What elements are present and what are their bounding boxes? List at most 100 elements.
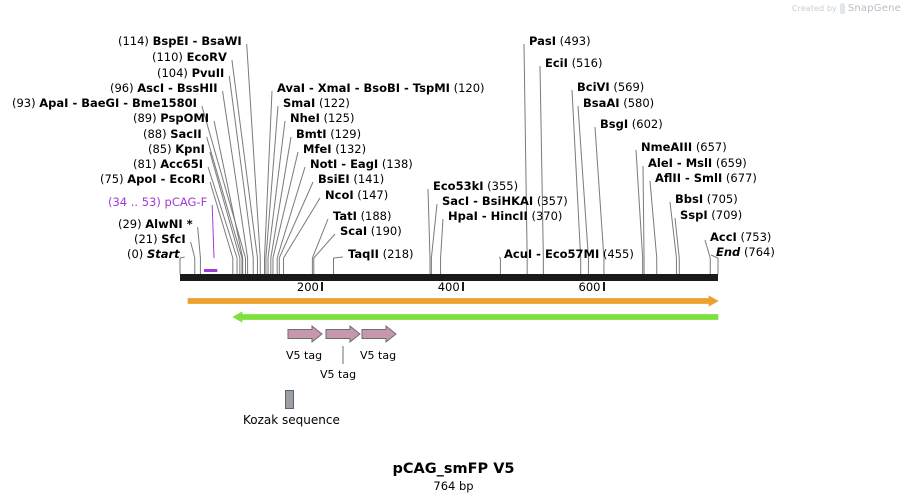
site-position: (138) — [381, 157, 413, 171]
site-label-apoi-ecori[interactable]: (75) ApoI - EcoRI — [100, 173, 205, 185]
site-name: AlwNI * — [145, 217, 193, 231]
v5-tag-arrow[interactable] — [325, 324, 361, 344]
kozak-sequence-feature[interactable] — [285, 390, 294, 409]
site-label-scai[interactable]: ScaI (190) — [340, 225, 402, 237]
site-name: BsgI — [600, 117, 629, 131]
site-position: (580) — [623, 96, 655, 110]
site-position: (705) — [706, 192, 738, 206]
site-position: (0) — [127, 247, 144, 261]
site-label-alei-msli[interactable]: AleI - MslI (659) — [648, 157, 747, 169]
site-label-nmeaiii[interactable]: NmeAIII (657) — [641, 141, 727, 153]
site-name: ScaI — [340, 224, 368, 238]
sequence-backbone[interactable] — [180, 274, 718, 281]
site-position: (29) — [118, 217, 142, 231]
site-label-aflii-smli[interactable]: AflII - SmlI (677) — [655, 172, 757, 184]
site-label-bsaai[interactable]: BsaAI (580) — [583, 97, 654, 109]
site-position: (141) — [353, 172, 385, 186]
site-name: TaqII — [348, 247, 379, 261]
site-label-end[interactable]: End (764) — [716, 246, 775, 258]
site-name: BciVI — [577, 80, 610, 94]
site-position: (132) — [335, 142, 367, 156]
site-label-ecii[interactable]: EciI (516) — [545, 57, 603, 69]
site-label-noti-eagi[interactable]: NotI - EagI (138) — [310, 158, 413, 170]
plasmid-size: 764 bp — [433, 479, 474, 493]
site-label-tati[interactable]: TatI (188) — [333, 210, 392, 222]
site-name: Eco53kI — [433, 179, 484, 193]
site-label-bcivi[interactable]: BciVI (569) — [577, 81, 644, 93]
site-label-pvuii[interactable]: (104) PvuII — [157, 67, 224, 79]
site-label-saci-bsihkai[interactable]: SacI - BsiHKAI (357) — [442, 195, 568, 207]
v5-tag-arrow[interactable] — [361, 324, 397, 344]
site-position: (147) — [357, 188, 389, 202]
site-name: AcuI - Eco57MI — [504, 247, 600, 261]
site-position: (677) — [725, 171, 757, 185]
site-position: (125) — [323, 111, 355, 125]
primer-label-pcag-f[interactable]: (34 .. 53) pCAG-F — [108, 196, 207, 208]
site-name: AscI - BssHII — [137, 81, 218, 95]
plasmid-name: pCAG_smFP V5 — [392, 461, 515, 477]
site-name: BspEI - BsaWI — [152, 34, 242, 48]
site-label-pspomi[interactable]: (89) PspOMI — [133, 112, 209, 124]
site-position: (355) — [487, 179, 519, 193]
site-name: AvaI - XmaI - BsoBI - TspMI — [277, 81, 450, 95]
site-name: SfcI — [161, 232, 186, 246]
site-name: AleI - MslI — [648, 156, 713, 170]
site-position: (93) — [12, 96, 36, 110]
site-label-apai-baegi-bme1580i[interactable]: (93) ApaI - BaeGI - Bme1580I — [12, 97, 197, 109]
site-position: (88) — [143, 127, 167, 141]
site-position: (75) — [100, 172, 124, 186]
site-label-avai-xmai-bsobi-tspmi[interactable]: AvaI - XmaI - BsoBI - TspMI (120) — [277, 82, 485, 94]
site-label-nhei[interactable]: NheI (125) — [290, 112, 354, 124]
v5-tag-arrow[interactable] — [287, 324, 323, 344]
site-label-sacii[interactable]: (88) SacII — [143, 128, 202, 140]
site-position: (89) — [133, 111, 157, 125]
site-label-acui-eco57mi[interactable]: AcuI - Eco57MI (455) — [504, 248, 634, 260]
site-label-bmti[interactable]: BmtI (129) — [296, 128, 361, 140]
site-label-bbsi[interactable]: BbsI (705) — [675, 193, 738, 205]
site-label-taqii[interactable]: TaqII (218) — [348, 248, 414, 260]
site-position: (21) — [134, 232, 158, 246]
site-label-hpai-hincii[interactable]: HpaI - HincII (370) — [448, 210, 562, 222]
site-name: NmeAIII — [641, 140, 693, 154]
site-label-smai[interactable]: SmaI (122) — [283, 97, 350, 109]
site-label-bspei-bsawi[interactable]: (114) BspEI - BsaWI — [118, 35, 242, 47]
snapgene-watermark: Created by SnapGene — [792, 3, 901, 14]
site-label-sspi[interactable]: SspI (709) — [680, 209, 742, 221]
site-position: (659) — [715, 156, 747, 170]
site-label-asci-bsshii[interactable]: (96) AscI - BssHII — [110, 82, 218, 94]
ruler-tick — [461, 282, 464, 291]
site-position: (120) — [453, 81, 485, 95]
green-feature-arrow[interactable] — [232, 311, 719, 323]
site-name: AccI — [710, 230, 737, 244]
site-label-kpni[interactable]: (85) KpnI — [148, 143, 205, 155]
site-label-acci[interactable]: AccI (753) — [710, 231, 771, 243]
v5-tag-label: V5 tag — [320, 368, 357, 381]
site-name: NcoI — [325, 188, 354, 202]
site-name: AflII - SmlI — [655, 171, 723, 185]
site-position: (764) — [743, 245, 775, 259]
ruler-tick — [320, 282, 323, 291]
site-label-acc65i[interactable]: (81) Acc65I — [133, 158, 203, 170]
site-position: (218) — [382, 247, 414, 261]
site-label-sfci[interactable]: (21) SfcI — [134, 233, 186, 245]
site-label-pasi[interactable]: PasI (493) — [529, 35, 591, 47]
site-label-start[interactable]: (0) Start — [127, 248, 180, 260]
watermark-prefix: Created by — [791, 4, 837, 13]
site-name: SspI — [680, 208, 708, 222]
site-position: (569) — [613, 80, 645, 94]
orange-feature-arrow[interactable] — [187, 295, 719, 307]
title-block: pCAG_smFP V5 764 bp — [0, 461, 907, 493]
ruler-tick — [602, 282, 605, 291]
site-name: MfeI — [303, 142, 332, 156]
primer-range: (34 .. 53) — [108, 195, 161, 209]
site-label-ecorv[interactable]: (110) EcoRV — [152, 51, 227, 63]
site-label-mfei[interactable]: MfeI (132) — [303, 143, 366, 155]
site-label-alwni[interactable]: (29) AlwNI * — [118, 218, 193, 230]
site-label-ncoi[interactable]: NcoI (147) — [325, 189, 388, 201]
site-label-bsiei[interactable]: BsiEI (141) — [318, 173, 384, 185]
site-name: BsaAI — [583, 96, 620, 110]
site-label-bsgi[interactable]: BsgI (602) — [600, 118, 663, 130]
site-label-eco53ki[interactable]: Eco53kI (355) — [433, 180, 518, 192]
site-position: (129) — [330, 127, 362, 141]
site-name: BsiEI — [318, 172, 350, 186]
